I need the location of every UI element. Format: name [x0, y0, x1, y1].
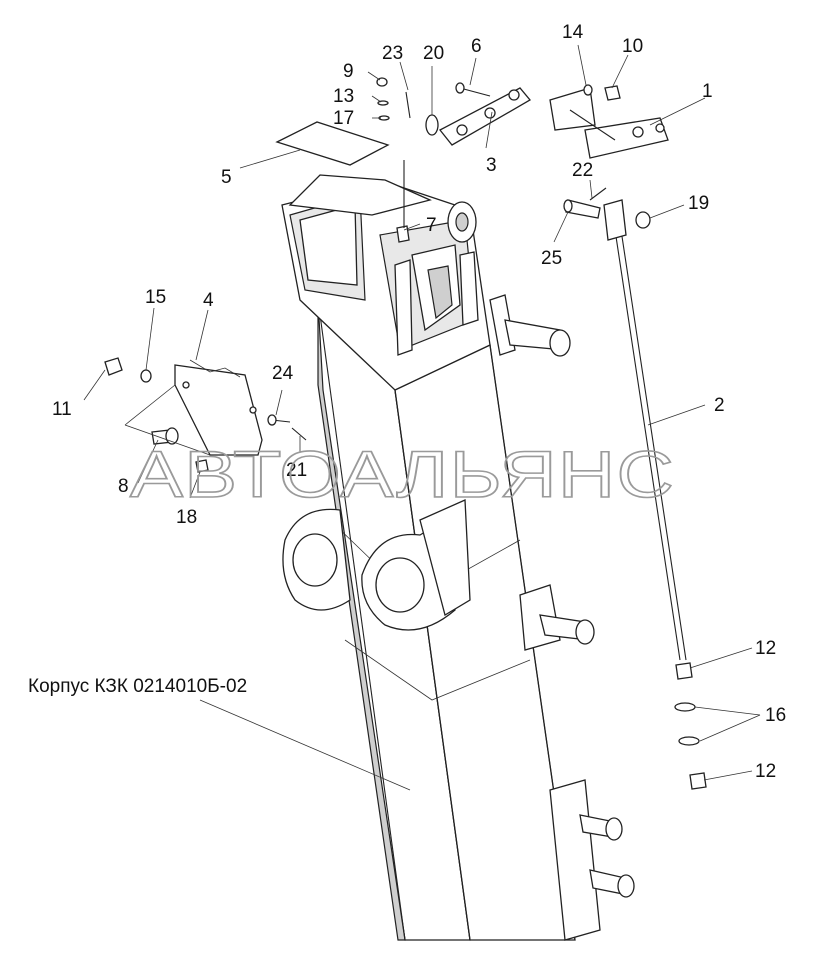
- callout-11: 11: [52, 399, 72, 420]
- callout-2: 2: [714, 395, 725, 416]
- cover-plate-5: [275, 121, 390, 166]
- callout-17: 17: [333, 108, 354, 129]
- callout-4: 4: [203, 290, 214, 311]
- link-plate-3: [439, 87, 531, 146]
- hardware: [104, 77, 707, 790]
- leader-lines: [83, 44, 761, 791]
- housing-body: [281, 174, 635, 941]
- lever-1: [549, 87, 669, 159]
- callouts: 1 2 3 4 5 6 7 8 9 10 11 12 12 13 14 15 1…: [52, 22, 786, 782]
- callout-21: 21: [286, 460, 307, 481]
- callout-6: 6: [471, 36, 482, 57]
- watermark-text: АВТОАЛЬЯНС: [130, 437, 675, 511]
- rod-2: [603, 199, 687, 661]
- callout-13: 13: [333, 86, 354, 107]
- callout-12-bottom: 12: [755, 761, 776, 782]
- callout-23: 23: [382, 43, 403, 64]
- callout-12-top: 12: [755, 638, 776, 659]
- callout-22: 22: [572, 160, 593, 181]
- callout-14: 14: [562, 22, 584, 43]
- callout-18: 18: [176, 507, 197, 528]
- callout-3: 3: [486, 155, 497, 176]
- callout-16: 16: [765, 705, 786, 726]
- callout-15: 15: [145, 287, 166, 308]
- callout-20: 20: [423, 43, 444, 64]
- bracket-4: [174, 359, 263, 456]
- assembly-caption: Корпус КЗК 0214010Б-02: [28, 676, 247, 697]
- callout-9: 9: [343, 61, 354, 82]
- callout-8: 8: [118, 476, 129, 497]
- callout-24: 24: [272, 363, 294, 384]
- callout-7: 7: [426, 215, 437, 236]
- callout-10: 10: [622, 36, 643, 57]
- callout-19: 19: [688, 193, 709, 214]
- callout-5: 5: [221, 167, 232, 188]
- callout-1: 1: [702, 81, 713, 102]
- callout-25: 25: [541, 248, 562, 269]
